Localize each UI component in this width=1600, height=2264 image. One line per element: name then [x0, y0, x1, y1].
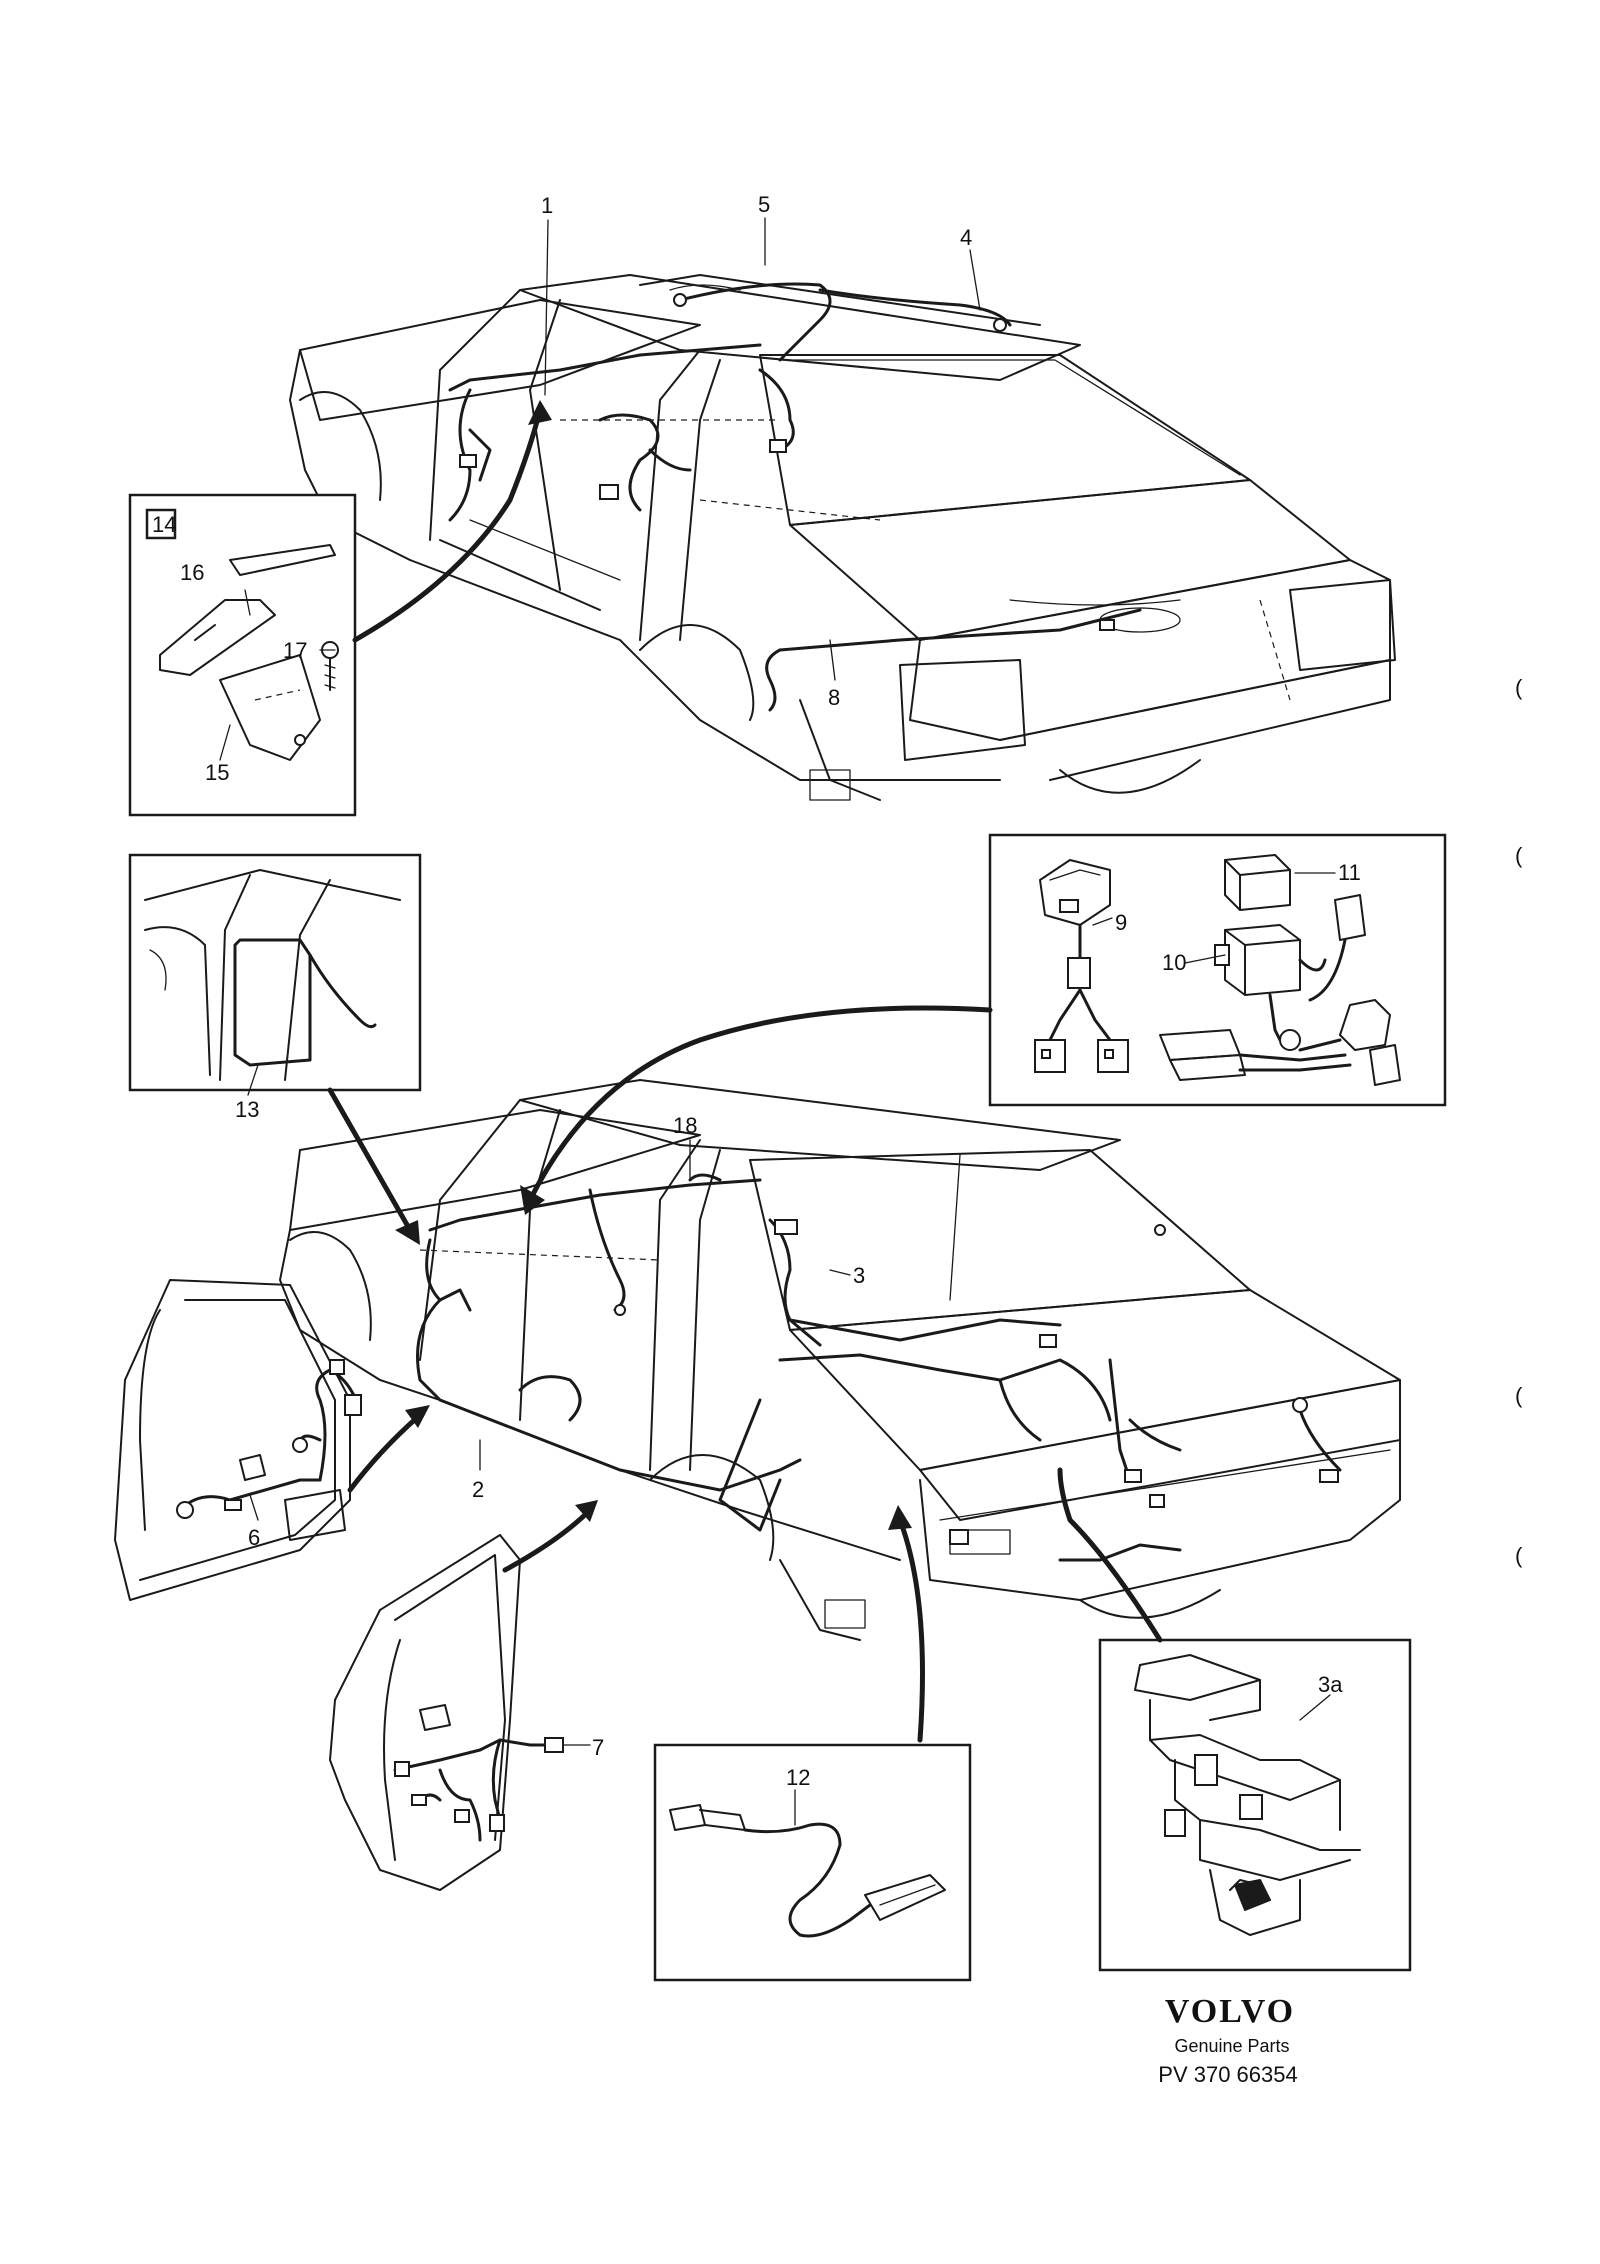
margin-mark: (: [1515, 1543, 1523, 1568]
top-car-body: [289, 274, 1396, 801]
brand-logo: VOLVO: [1165, 1993, 1295, 2030]
callout-8: 8: [828, 685, 840, 710]
callout-9: 9: [1115, 910, 1127, 935]
margin-mark: (: [1515, 675, 1523, 700]
callout-10: 10: [1162, 950, 1186, 975]
detail-box-3a: [1098, 1638, 1412, 1972]
callout-11: 11: [1338, 860, 1361, 885]
callout-17: 17: [283, 638, 307, 663]
margin-marks: ( ( ( (: [1515, 675, 1523, 1568]
callout-5: 5: [758, 192, 770, 217]
callout-labels: 1 5 4 8 16 17 15 13 11 9 10 18 3 2 6 7 1…: [180, 192, 1361, 1790]
callout-4: 4: [960, 225, 972, 250]
leader-lines: [219, 217, 1336, 1826]
top-car-harness: [448, 282, 1142, 712]
footer-brand-block: VOLVO Genuine Parts PV 370 66354: [1158, 1993, 1297, 2087]
detail-box-14: 14: [128, 493, 357, 817]
callout-12: 12: [786, 1765, 810, 1790]
callout-3: 3: [853, 1263, 865, 1288]
part-reference: PV 370 66354: [1158, 2062, 1297, 2087]
callout-14: 14: [152, 512, 176, 537]
callout-1: 1: [541, 193, 553, 218]
connector-arrows: [327, 400, 1163, 1743]
detail-box-12: [653, 1743, 972, 1982]
callout-3a: 3a: [1318, 1672, 1343, 1697]
margin-mark: (: [1515, 843, 1523, 868]
callout-2: 2: [472, 1477, 484, 1502]
front-door: [114, 1279, 362, 1601]
callout-15: 15: [205, 760, 229, 785]
callout-7: 7: [592, 1735, 604, 1760]
callout-16: 16: [180, 560, 204, 585]
bottom-car-harness: [416, 1173, 1342, 1562]
margin-mark: (: [1515, 1383, 1523, 1408]
callout-13: 13: [235, 1097, 259, 1122]
detail-box-13: [128, 853, 422, 1092]
bottom-car-body: [279, 1079, 1401, 1641]
rear-door: [329, 1534, 564, 1891]
callout-6: 6: [248, 1525, 260, 1550]
callout-18: 18: [673, 1113, 697, 1138]
detail-box-relays: [988, 833, 1447, 1107]
brand-subtitle: Genuine Parts: [1174, 2036, 1289, 2056]
